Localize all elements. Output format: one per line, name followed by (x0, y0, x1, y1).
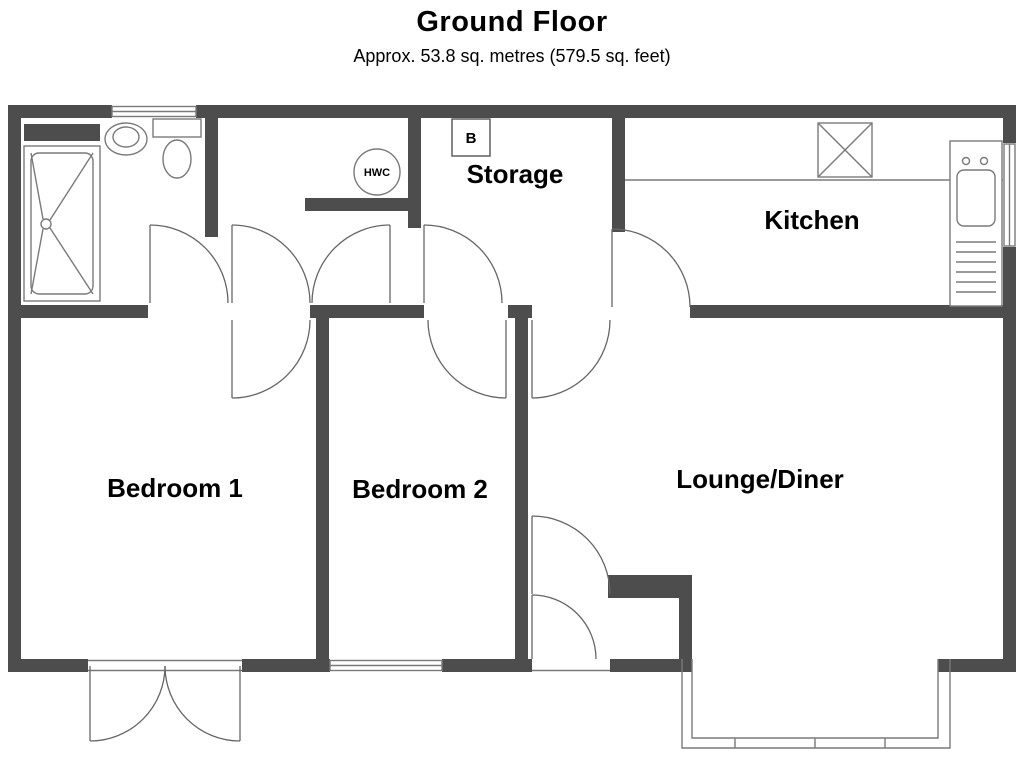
bedroom2-window (329, 659, 443, 672)
wall-right-upper (1003, 105, 1016, 143)
wall-entrance-side (679, 598, 692, 659)
bathroom-door (149, 224, 229, 304)
wall-bottom-1 (8, 659, 88, 672)
kitchen-counter (625, 122, 1003, 181)
door-swing-arc (531, 594, 597, 660)
hwc-label: HWC (364, 167, 390, 179)
door-swing-arc (531, 515, 611, 595)
hwc-cylinder (353, 148, 401, 196)
door-swing-arc (149, 224, 229, 304)
walls (8, 105, 1016, 672)
plan-header: Ground Floor Approx. 53.8 sq. metres (57… (0, 6, 1024, 67)
shower (23, 145, 101, 302)
page-subtitle: Approx. 53.8 sq. metres (579.5 sq. feet) (353, 46, 671, 66)
wall-bottom-2 (242, 659, 330, 672)
entrance-door (531, 594, 597, 660)
door-swing-arc (231, 224, 311, 304)
room-label-bedroom-1: Bedroom 1 (107, 473, 243, 503)
fixtures (23, 118, 1003, 307)
wall-right-lower (1003, 247, 1016, 672)
room-label-kitchen: Kitchen (764, 205, 859, 235)
wall-entrance-top (608, 575, 692, 598)
french-door-left (89, 665, 166, 742)
lounge-inner-door (531, 515, 611, 595)
boiler-box (451, 118, 491, 157)
kitchen-unit-hatched (817, 122, 873, 178)
wall-bathroom-right (205, 118, 218, 237)
wall-bottom-5 (938, 659, 1016, 672)
wall-divider-1 (8, 305, 148, 318)
kitchen-door (611, 228, 691, 308)
door-swing-arc (164, 665, 241, 742)
hwc-cupboard-door-right (311, 224, 391, 304)
wall-divider-3 (508, 305, 532, 318)
toilet (152, 118, 202, 179)
door-swing-arc (531, 319, 611, 399)
wall-hwc-cupboard (305, 198, 421, 211)
kitchen-sink (949, 140, 1003, 307)
boiler-label: B (466, 130, 477, 147)
wall-bottom-3 (442, 659, 532, 672)
wall-top-left (8, 105, 112, 118)
room-label-storage: Storage (467, 159, 564, 189)
wall-bottom-4 (610, 659, 692, 672)
washbasin (104, 122, 148, 156)
room-label-lounge-diner: Lounge/Diner (676, 464, 844, 494)
wall-bedroom2-lounge (515, 318, 528, 659)
storage-door (423, 224, 503, 304)
bedroom2-door (427, 319, 507, 399)
room-label-bedroom-2: Bedroom 2 (352, 474, 488, 504)
wall-top-right (196, 105, 1016, 118)
bathroom-window (111, 105, 197, 118)
wall-kitchen-left (612, 118, 625, 232)
door-swing-arc (423, 224, 503, 304)
bathroom-shelf (24, 124, 100, 141)
wall-left (8, 105, 21, 672)
hwc-cupboard-door-left (231, 224, 311, 304)
kitchen-window (1003, 143, 1016, 247)
wall-divider-2 (310, 305, 424, 318)
door-swing-arc (427, 319, 507, 399)
wall-bedroom1-bedroom2 (316, 318, 329, 659)
wall-divider-4 (690, 305, 1016, 318)
wall-storage-left (408, 118, 421, 228)
door-swing-arc (611, 228, 691, 308)
door-swing-arc (311, 224, 391, 304)
doors (89, 224, 691, 742)
bedroom1-door (231, 319, 311, 399)
lounge-door (531, 319, 611, 399)
french-door-right (164, 665, 241, 742)
door-swing-arc (89, 665, 166, 742)
windows (88, 105, 1016, 749)
door-swing-arc (231, 319, 311, 399)
page-title: Ground Floor (416, 6, 608, 38)
bay-window (681, 659, 951, 749)
room-labels: Storage Kitchen Bedroom 1 Bedroom 2 Loun… (107, 130, 860, 504)
